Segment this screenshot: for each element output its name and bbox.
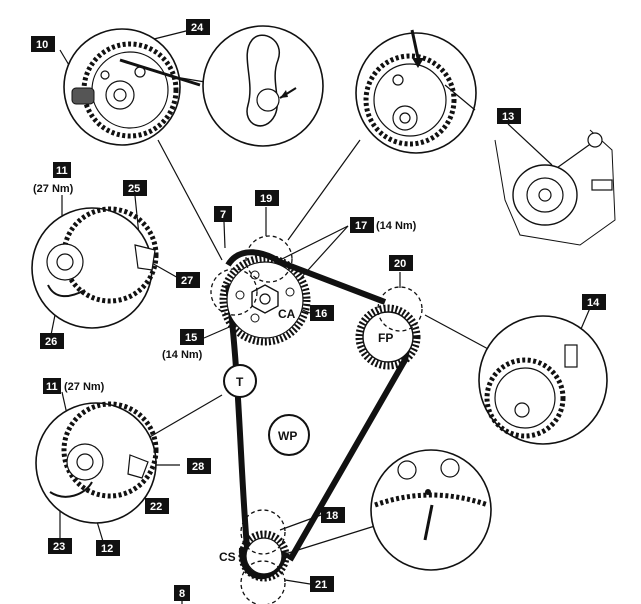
svg-text:22: 22	[150, 501, 162, 513]
torque-11-upper: (27 Nm)	[33, 183, 74, 195]
water-pump-pulley: WP	[268, 414, 310, 456]
callout-12: 12	[96, 540, 120, 556]
svg-text:28: 28	[192, 461, 204, 473]
callout-27: 27	[176, 272, 200, 288]
pulley-label-fp: FP	[378, 331, 393, 345]
callout-11-upper: 11	[53, 162, 71, 178]
callout-24: 24	[186, 19, 210, 35]
svg-text:16: 16	[315, 308, 327, 320]
svg-text:11: 11	[46, 381, 58, 393]
svg-text:7: 7	[220, 209, 226, 221]
pulley-label-t: T	[236, 375, 244, 389]
svg-text:18: 18	[326, 510, 338, 522]
detail-tensioner-lower	[35, 401, 159, 524]
callout-23: 23	[48, 538, 72, 554]
svg-text:15: 15	[185, 332, 197, 344]
callout-19: 21	[310, 576, 334, 592]
svg-text:8: 8	[179, 588, 185, 600]
detail-camshaft-gear	[63, 28, 201, 146]
svg-text:20: 20	[394, 258, 406, 270]
svg-text:19: 19	[260, 193, 272, 205]
callout-11-lower: 11	[43, 378, 61, 394]
tensioner-sketch	[494, 129, 616, 246]
svg-text:12: 12	[101, 543, 113, 555]
pulley-label-wp: WP	[278, 429, 297, 443]
svg-text:23: 23	[53, 541, 65, 553]
callout-28: 28	[187, 458, 211, 474]
pulley-label-cs: CS	[219, 550, 236, 564]
torque-11-lower: (27 Nm)	[64, 381, 105, 393]
callout-26: 26	[40, 333, 64, 349]
torque-18: (14 Nm)	[376, 220, 417, 232]
callout-22: 22	[145, 498, 169, 514]
svg-text:27: 27	[181, 275, 193, 287]
svg-text:10: 10	[36, 39, 48, 51]
crankshaft-pulley: CS	[219, 530, 290, 582]
svg-text:11: 11	[56, 165, 68, 177]
svg-text:14: 14	[587, 297, 600, 309]
camshaft-pulley: CA	[219, 254, 311, 346]
torque-16: (14 Nm)	[162, 349, 203, 361]
callout-20: 19	[255, 190, 279, 206]
callout-badges: 10 24 11 (27 Nm) 25 7 19 17 (14 Nm) 27 2…	[31, 19, 606, 601]
svg-text:17: 17	[355, 220, 367, 232]
callout-25: 25	[123, 180, 147, 196]
detail-pump-gear	[478, 315, 608, 445]
svg-text:13: 13	[502, 111, 514, 123]
callout-14: 14	[582, 294, 606, 310]
detail-slot	[202, 25, 324, 147]
detail-tensioner-upper	[31, 206, 159, 329]
pulley-label-ca: CA	[278, 307, 296, 321]
callout-21: 20	[389, 255, 413, 271]
svg-text:21: 21	[315, 579, 327, 591]
callout-13: 13	[497, 108, 521, 124]
detail-timing-mark	[370, 449, 492, 571]
svg-text:26: 26	[45, 336, 57, 348]
dashed-zones	[210, 235, 423, 604]
callout-17: 16	[310, 305, 334, 321]
callout-8: 8	[174, 585, 190, 601]
callout-10: 10	[31, 36, 55, 52]
callout-18: 17	[350, 217, 374, 233]
callout-7: 7	[214, 206, 232, 222]
callout-15: 18	[321, 507, 345, 523]
tensioner-pulley: T	[223, 364, 257, 398]
detail-camshaft-right	[355, 29, 477, 154]
svg-text:25: 25	[128, 183, 140, 195]
callout-16: 15	[180, 329, 204, 345]
fuel-pump-pulley: FP	[355, 304, 421, 370]
svg-text:24: 24	[191, 22, 204, 34]
